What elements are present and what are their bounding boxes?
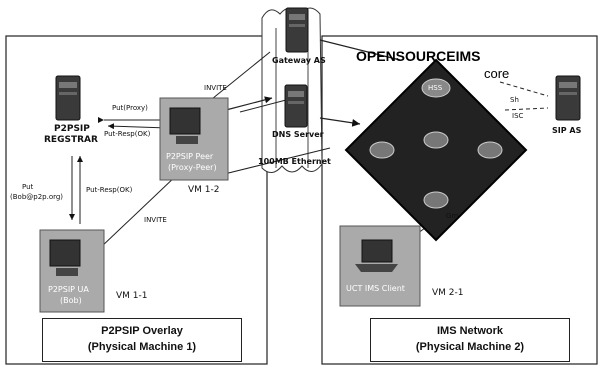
put-resp-top-arrow — [107, 123, 169, 130]
scscf-node-icon — [477, 141, 503, 159]
registrar-server-icon — [55, 75, 81, 121]
gateway-to-ims-link — [319, 39, 401, 61]
machine2-footer: IMS Network (Physical Machine 2) — [370, 318, 570, 362]
gateway-label: Gateway AS — [272, 56, 326, 65]
put-proxy-label: Put(Proxy) — [112, 104, 148, 112]
sh-link — [499, 81, 549, 97]
vm12-peer-box — [159, 97, 229, 181]
ims-title: OPENSOURCEIMS — [356, 48, 481, 64]
machine2-frame — [321, 35, 598, 365]
ua-sub-label: (Bob) — [60, 296, 82, 305]
vm11-label: VM 1-1 — [116, 291, 148, 301]
pcscf-node-icon — [369, 141, 395, 159]
dns-label: DNS Server — [272, 130, 324, 139]
invite-mid-arrow — [99, 173, 179, 249]
ims-core-diamond — [344, 58, 528, 242]
computer-icon — [169, 107, 201, 135]
machine2-footer-line1: IMS Network — [436, 325, 503, 337]
dns-server-icon — [284, 84, 308, 128]
put-bob-label: Put — [22, 183, 34, 191]
peer-sub-label: (Proxy-Peer) — [168, 163, 217, 172]
computer-icon — [49, 239, 81, 267]
pcscf2-node-icon — [423, 191, 449, 209]
registrar-label-1: P2PSIP — [54, 124, 90, 134]
machine2-footer-line2: (Physical Machine 2) — [415, 341, 525, 353]
ims-subtitle: core — [484, 66, 510, 81]
machine1-frame — [5, 35, 268, 365]
machine1-footer: P2PSIP Overlay (Physical Machine 1) — [42, 318, 242, 362]
sh-label: Sh — [510, 96, 519, 104]
vm21-client-box — [339, 225, 421, 307]
machine1-footer-line2: (Physical Machine 1) — [87, 341, 197, 353]
put-bob-label-2: (Bob@p2p.org) — [10, 193, 64, 201]
vm12-label: VM 1-2 — [188, 185, 220, 195]
sip-as-label: SIP AS — [552, 126, 582, 135]
ethernet-label: 100MB Ethernet — [258, 157, 331, 166]
put-resp-top-label: Put-Resp(OK) — [104, 130, 151, 138]
invite-top-arrow — [225, 96, 273, 111]
ua-label: P2PSIP UA — [48, 285, 89, 294]
icscf-node-icon — [423, 131, 449, 149]
invite-top-label: INVITE — [204, 84, 227, 92]
invite-mid-label: INVITE — [144, 216, 167, 224]
vm11-ua-box — [39, 229, 105, 313]
peer-to-dns-link — [239, 99, 287, 113]
gm-label: Gm — [446, 212, 459, 220]
hss-label: HSS — [428, 84, 443, 92]
sip-as-server-icon — [555, 75, 581, 121]
hss-node-icon — [421, 78, 451, 98]
client-label: UCT IMS Client — [346, 284, 405, 293]
vm21-label: VM 2-1 — [432, 288, 464, 298]
dns-to-ims-link — [319, 117, 361, 127]
isc-link — [504, 107, 549, 111]
put-resp-left-label: Put-Resp(OK) — [86, 186, 133, 194]
machine1-footer-line1: P2PSIP Overlay — [101, 325, 183, 337]
registrar-label-2: REGSTRAR — [44, 135, 98, 145]
gateway-server-icon — [285, 7, 309, 53]
laptop-icon — [361, 239, 393, 263]
peer-label: P2PSIP Peer — [166, 152, 214, 161]
isc-label: ISC — [512, 112, 524, 120]
